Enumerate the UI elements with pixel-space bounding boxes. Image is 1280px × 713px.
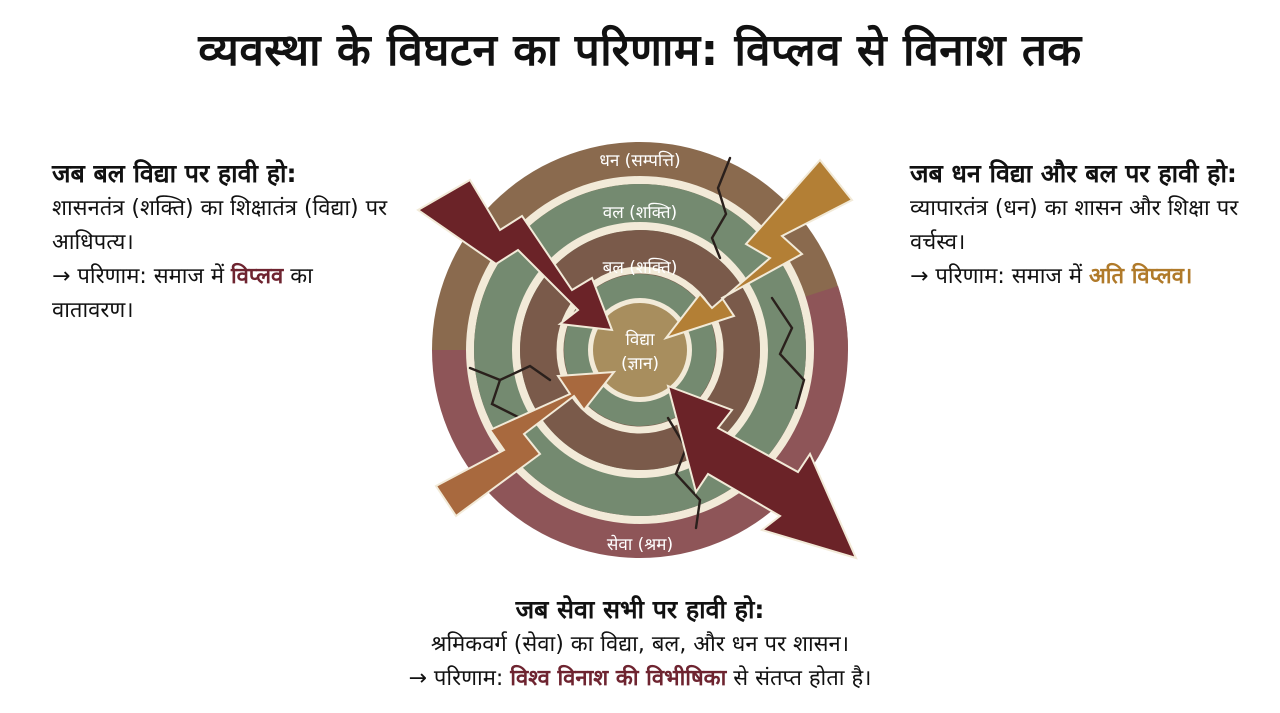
lightning-arrow-bottom-left [434, 370, 617, 518]
bottom-note-heading: जब सेवा सभी पर हावी हो: [515, 595, 765, 624]
middle-divider-ring [512, 222, 768, 478]
right-result-prefix: → परिणाम: समाज में [910, 264, 1089, 289]
right-note-description: व्यापारतंत्र (धन) का शासन और शिक्षा पर व… [910, 196, 1239, 255]
bottom-result-highlight: विश्व विनाश की विभीषिका [510, 666, 727, 691]
ring-label-third: बल (शक्ति) [603, 257, 678, 278]
crack-bottom [666, 416, 702, 530]
right-note-heading: जब धन विद्या और बल पर हावी हो: [910, 159, 1237, 188]
crack-left-branch [498, 364, 552, 382]
crack-right [770, 296, 806, 410]
inner-divider-ring [556, 266, 724, 434]
left-note-heading: जब बल विद्या पर हावी हो: [52, 159, 297, 188]
concentric-rings-diagram: धन (सम्पत्ति) वल (शक्ति) बल (शक्ति) सेवा… [416, 142, 858, 560]
lightning-arrow-bottom-right [666, 384, 858, 560]
ring-label-outer-top: धन (सम्पत्ति) [599, 150, 680, 171]
bottom-note-description: श्रमिकवर्ग (सेवा) का विद्या, बल, और धन प… [430, 632, 850, 657]
left-result-prefix: → परिणाम: समाज में [52, 264, 231, 289]
bottom-result-prefix: → परिणाम: [408, 666, 511, 691]
ring-label-outer-bottom: सेवा (श्रम) [607, 534, 673, 555]
right-result-highlight: अति विप्लव। [1088, 264, 1193, 289]
bottom-result-suffix: से संतप्त होता है। [726, 666, 872, 691]
bottom-note: जब सेवा सभी पर हावी हो: श्रमिकवर्ग (सेवा… [300, 592, 980, 696]
lightning-arrow-top-left [416, 178, 614, 332]
left-result-suffix: का वातावरण। [52, 264, 313, 323]
right-note-result: → परिणाम: समाज में अति विप्लव। [910, 260, 1240, 294]
bottom-note-result: → परिणाम: विश्व विनाश की विभीषिका से संत… [300, 662, 980, 696]
left-result-highlight: विप्लव [230, 264, 284, 289]
right-note: जब धन विद्या और बल पर हावी हो: व्यापारतं… [910, 156, 1240, 294]
left-note-result: → परिणाम: समाज में विप्लव का वातावरण। [52, 260, 392, 328]
outer-divider-ring [466, 176, 814, 524]
core-circle [593, 303, 687, 397]
crack-upper-right [710, 156, 732, 260]
left-note-description: शासनतंत्र (शक्ति) का शिक्षातंत्र (विद्या… [52, 196, 388, 255]
core-label-line1: विद्या [626, 329, 656, 350]
left-note: जब बल विद्या पर हावी हो: शासनतंत्र (शक्त… [52, 156, 392, 328]
ring-label-second: वल (शक्ति) [603, 202, 677, 223]
core-label-line2: (ज्ञान) [621, 354, 659, 374]
lightning-arrow-top-right [663, 158, 854, 340]
crack-lines [468, 156, 806, 530]
page-title: व्यवस्था के विघटन का परिणाम: विप्लव से व… [198, 25, 1082, 76]
